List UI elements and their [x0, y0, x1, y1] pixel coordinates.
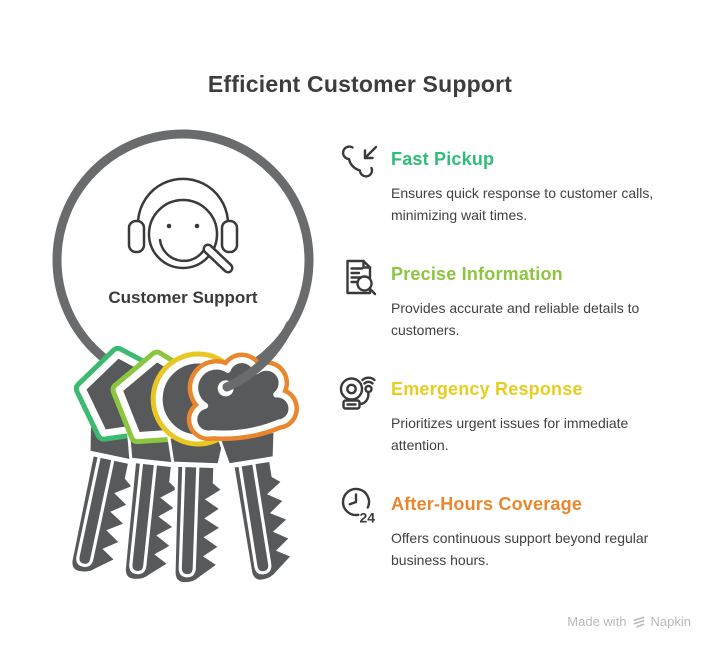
clock-24-label: 24 [360, 510, 376, 526]
document-search-icon [346, 259, 377, 296]
hub-label: Customer Support [108, 288, 258, 307]
item-title: After-Hours Coverage [391, 494, 583, 514]
list-item-after-hours-coverage: 24 After-Hours Coverage Offers continuou… [337, 485, 657, 585]
watermark-brand: Napkin [650, 614, 691, 629]
list-item-emergency-response: Emergency Response Prioritizes urgent is… [337, 370, 657, 470]
list-item-precise-information: Precise Information Provides accurate an… [337, 255, 657, 355]
item-description: Offers continuous support beyond regular… [391, 530, 649, 568]
list-item-fast-pickup: Fast Pickup Ensures quick response to cu… [337, 140, 657, 240]
support-agent-icon [127, 177, 239, 274]
phone-pickup-icon [341, 145, 378, 178]
napkin-logo-icon [633, 616, 644, 628]
page-title: Efficient Customer Support [207, 71, 513, 97]
watermark: Made with Napkin [567, 614, 691, 629]
item-title: Fast Pickup [391, 149, 495, 169]
item-title: Emergency Response [391, 379, 583, 399]
keyring-illustration [52, 129, 314, 586]
clock-24-icon: 24 [341, 487, 376, 526]
alarm-bell-icon [339, 376, 376, 410]
item-description: Provides accurate and reliable details t… [391, 300, 640, 338]
item-title: Precise Information [391, 264, 563, 284]
item-description: Prioritizes urgent issues for immediate … [391, 415, 629, 453]
watermark-prefix: Made with [567, 614, 627, 629]
item-description: Ensures quick response to customer calls… [391, 185, 654, 223]
keyring-ring-thread [222, 320, 295, 392]
